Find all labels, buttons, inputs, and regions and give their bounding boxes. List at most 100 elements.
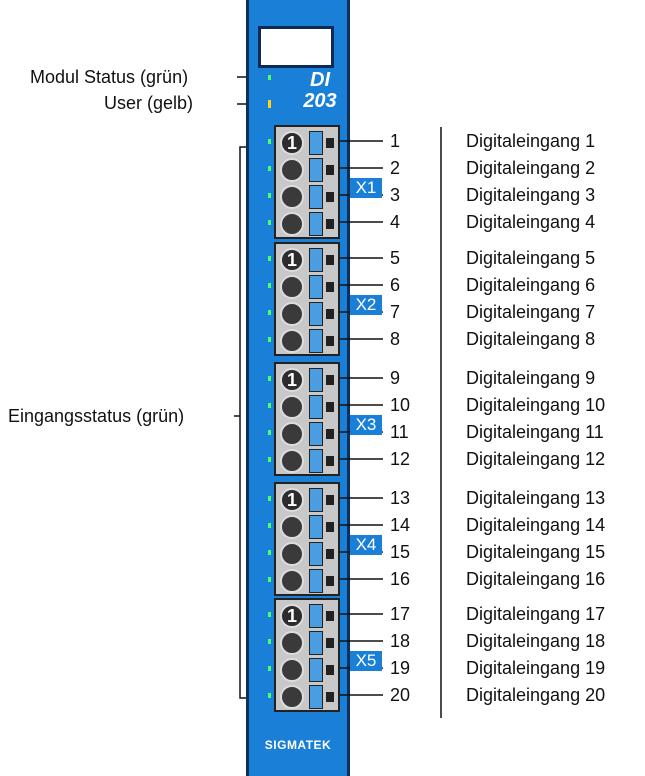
pin-number: 19	[390, 658, 411, 678]
terminal-hole: 1	[280, 131, 304, 155]
terminal-hole	[280, 395, 304, 419]
input-label: Digitaleingang 3	[466, 185, 596, 205]
terminal-pin	[326, 611, 334, 621]
input-label: Digitaleingang 9	[466, 368, 596, 388]
terminal-hole	[280, 631, 304, 655]
input-label: Digitaleingang 13	[466, 488, 606, 508]
pin-number: 15	[390, 542, 411, 562]
input-label: Digitaleingang 1	[466, 131, 596, 151]
modul-status-label: Modul Status (grün)	[30, 67, 189, 87]
input-status-led	[268, 430, 271, 435]
terminal-hole	[280, 569, 304, 593]
input-status-led	[268, 220, 271, 225]
input-label: Digitaleingang 18	[466, 631, 606, 651]
terminal-pin	[326, 549, 334, 559]
spring-release	[309, 248, 323, 272]
input-status-led	[268, 496, 271, 501]
terminal-hole: 1	[280, 368, 304, 392]
spring-release	[309, 449, 323, 473]
input-status-led	[268, 193, 271, 198]
terminal-hole	[280, 185, 304, 209]
input-label: Digitaleingang 6	[466, 275, 596, 295]
terminal-pin	[326, 522, 334, 532]
spring-release	[309, 604, 323, 628]
pin-number: 3	[390, 185, 401, 205]
terminal-hole: 1	[280, 248, 304, 272]
input-status-led	[268, 457, 271, 462]
pin-number: 10	[390, 395, 411, 415]
input-label: Digitaleingang 15	[466, 542, 606, 562]
input-label: Digitaleingang 14	[466, 515, 606, 535]
input-status-led	[268, 283, 271, 288]
input-label: Digitaleingang 10	[466, 395, 606, 415]
terminal-hole	[280, 329, 304, 353]
input-label: Digitaleingang 7	[466, 302, 596, 322]
input-label: Digitaleingang 8	[466, 329, 596, 349]
spring-release	[309, 488, 323, 512]
input-status-led	[268, 166, 271, 171]
pin-number: 2	[390, 158, 401, 178]
input-status-led	[268, 523, 271, 528]
pin-number: 14	[390, 515, 411, 535]
terminal-hole	[280, 422, 304, 446]
pin-number: 8	[390, 329, 401, 349]
connector-block-x1: 1	[274, 125, 340, 239]
spring-release	[309, 131, 323, 155]
spring-release	[309, 631, 323, 655]
modul-status-led	[268, 75, 271, 80]
connector-block-x3: 1	[274, 362, 340, 476]
input-status-led	[268, 256, 271, 261]
pin-number: 11	[390, 422, 409, 442]
pin-number: 7	[390, 302, 401, 322]
model-line-1: DI	[310, 69, 330, 91]
terminal-hole: 1	[280, 604, 304, 628]
spring-release	[309, 302, 323, 326]
terminal-pin	[326, 219, 334, 229]
input-status-led	[268, 139, 271, 144]
user-label: User (gelb)	[104, 93, 194, 113]
input-label: Digitaleingang 4	[466, 212, 596, 232]
terminal-pin	[326, 665, 334, 675]
input-label: Digitaleingang 5	[466, 248, 596, 268]
input-label: Digitaleingang 20	[466, 685, 606, 705]
connector-block-x5: 1	[274, 598, 340, 712]
input-status-led	[268, 403, 271, 408]
connector-tag-x5: X5	[350, 651, 382, 671]
spring-release	[309, 185, 323, 209]
input-status-led	[268, 577, 271, 582]
terminal-hole	[280, 449, 304, 473]
spring-release	[309, 569, 323, 593]
terminal-pin	[326, 138, 334, 148]
terminal-hole: 1	[280, 488, 304, 512]
input-status-led	[268, 337, 271, 342]
terminal-pin	[326, 282, 334, 292]
spring-release	[309, 212, 323, 236]
terminal-hole	[280, 212, 304, 236]
input-status-led	[268, 612, 271, 617]
pin-number: 4	[390, 212, 401, 232]
connector-tag-x3: X3	[350, 415, 382, 435]
terminal-pin	[326, 309, 334, 319]
input-status-led	[268, 639, 271, 644]
pin-number: 5	[390, 248, 401, 268]
spring-release	[309, 158, 323, 182]
module-display-window	[258, 26, 334, 68]
spring-release	[309, 422, 323, 446]
input-status-led	[268, 550, 271, 555]
input-label: Digitaleingang 16	[466, 569, 606, 589]
input-status-led	[268, 693, 271, 698]
connector-tag-x1: X1	[350, 178, 382, 198]
input-label: Digitaleingang 17	[466, 604, 606, 624]
pin-number: 20	[390, 685, 411, 705]
spring-release	[309, 542, 323, 566]
eingangsstatus-label: Eingangsstatus (grün)	[8, 406, 185, 426]
user-led	[268, 100, 271, 108]
spring-release	[309, 658, 323, 682]
terminal-hole	[280, 542, 304, 566]
spring-release	[309, 685, 323, 709]
pin-number: 16	[390, 569, 411, 589]
brand-label: SIGMATEK	[264, 738, 332, 752]
connector-tag-x2: X2	[350, 295, 382, 315]
spring-release	[309, 395, 323, 419]
